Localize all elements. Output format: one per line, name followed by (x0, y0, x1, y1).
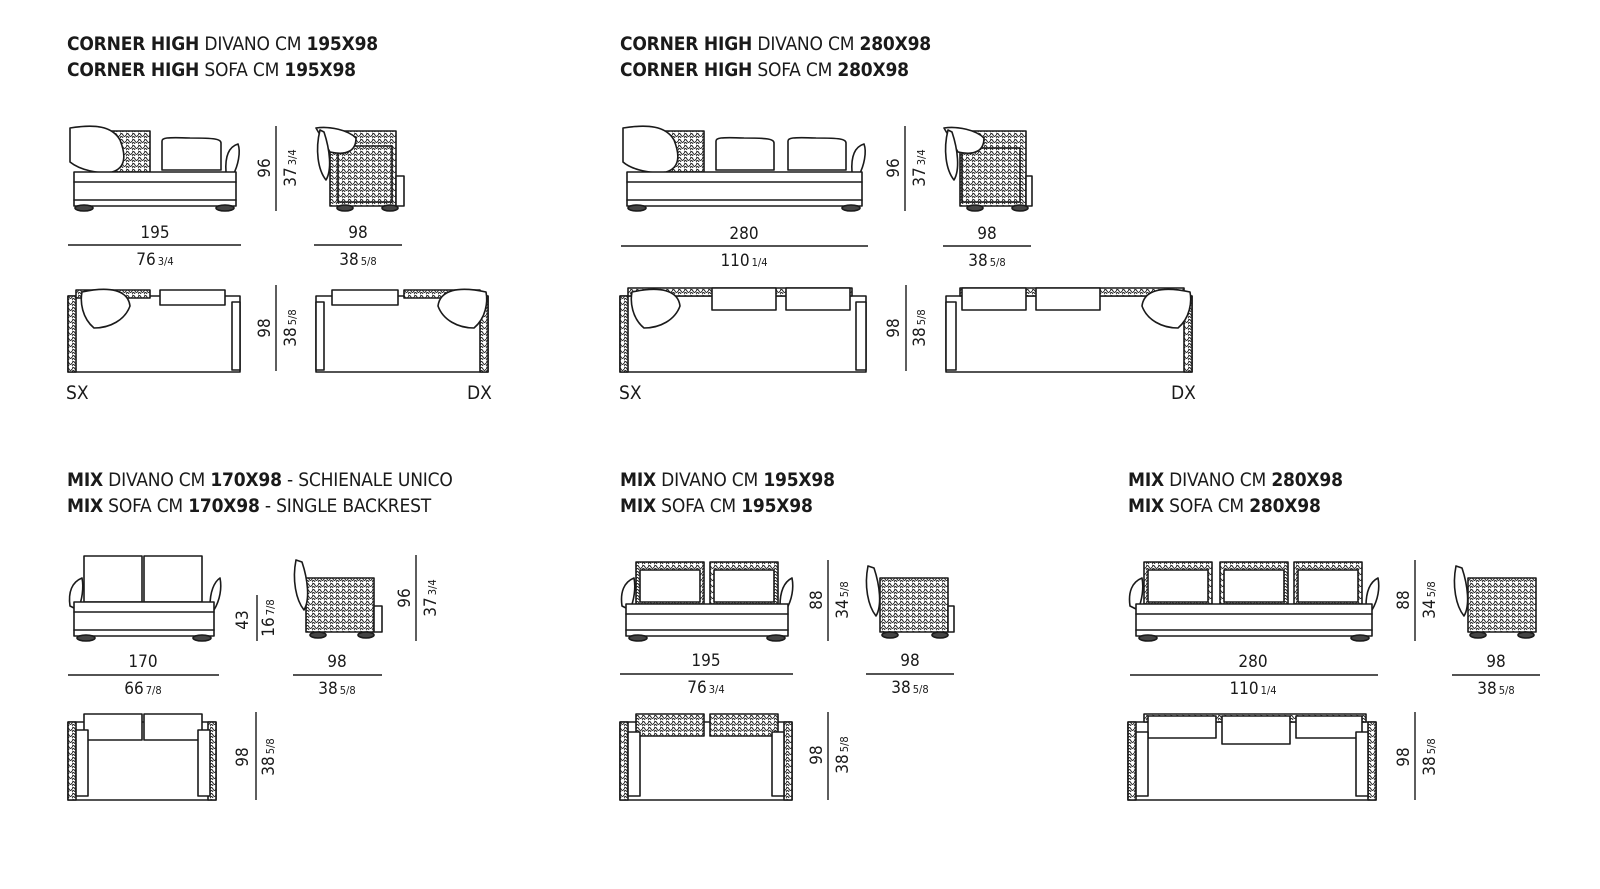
title-line-1: CORNER HIGH DIVANO CM 280X98 (620, 33, 931, 55)
dim-height-inches: 345/8 (1420, 581, 1440, 618)
dim-front-width: 170 (128, 652, 157, 672)
title-mix170: MIX DIVANO CM 170X98 - SCHIENALE UNICO M… (67, 467, 453, 519)
label-sx: SX (66, 382, 89, 404)
label-sx: SX (619, 382, 642, 404)
title-mix280: MIX DIVANO CM 280X98 MIX SOFA CM 280X98 (1128, 467, 1343, 519)
dim-height: 96 (884, 158, 904, 177)
dim-height: 96 (395, 588, 415, 607)
top-view-sx-corner280 (619, 287, 867, 373)
back-pillow (69, 125, 125, 174)
dim-depth: 98 (233, 747, 253, 766)
side-view-corner280 (943, 126, 1033, 212)
title-corner280: CORNER HIGH DIVANO CM 280X98 CORNER HIGH… (620, 31, 931, 83)
dim-depth-inches: 385/8 (833, 736, 853, 773)
title-line-2: MIX SOFA CM 280X98 (1128, 495, 1321, 517)
dim-front-width: 195 (140, 223, 169, 243)
dim-depth-inches: 385/8 (910, 309, 930, 346)
front-view-corner195 (69, 125, 240, 212)
front-view-mix170 (68, 555, 222, 642)
dim-seat-height-inches: 167/8 (259, 599, 279, 636)
dim-height-inches: 373/4 (281, 149, 301, 186)
side-view-mix170 (293, 559, 383, 639)
dim-front-width: 280 (1238, 652, 1267, 672)
side-view-mix280 (1453, 565, 1537, 639)
front-view-mix195 (620, 561, 794, 642)
back-cushion (161, 136, 222, 171)
top-view-dx-corner195 (315, 288, 489, 373)
title-corner195: CORNER HIGH DIVANO CM 195X98 CORNER HIGH… (67, 31, 378, 83)
label-dx: DX (1171, 382, 1196, 404)
label-dx: DX (467, 382, 492, 404)
dim-height: 96 (255, 158, 275, 177)
dim-depth: 98 (884, 318, 904, 337)
dim-side-width: 98 (1486, 652, 1505, 672)
side-view-mix195 (865, 565, 955, 639)
title-line-1: MIX DIVANO CM 195X98 (620, 469, 835, 491)
title-line-1: CORNER HIGH DIVANO CM 195X98 (67, 33, 378, 55)
top-view-dx-corner280 (945, 287, 1193, 373)
dim-front-width: 195 (691, 651, 720, 671)
title-line-2: CORNER HIGH SOFA CM 280X98 (620, 59, 909, 81)
dim-side-width: 98 (348, 223, 367, 243)
top-view-mix170 (67, 713, 217, 801)
dim-height: 88 (1394, 590, 1414, 609)
top-view-mix280 (1127, 713, 1377, 801)
dim-seat-height: 43 (233, 610, 253, 629)
dim-side-width: 98 (977, 224, 996, 244)
dim-side-width: 98 (900, 651, 919, 671)
dim-height: 88 (807, 590, 827, 609)
title-line-2: CORNER HIGH SOFA CM 195X98 (67, 59, 356, 81)
side-view-corner195 (315, 126, 405, 212)
dim-height-inches: 373/4 (421, 579, 441, 616)
dim-height-inches: 345/8 (833, 581, 853, 618)
title-line-2: MIX SOFA CM 195X98 (620, 495, 813, 517)
top-view-mix195 (619, 713, 793, 801)
dim-depth: 98 (807, 745, 827, 764)
front-view-mix280 (1128, 561, 1380, 642)
sofa-base (73, 171, 237, 207)
dim-side-width: 98 (327, 652, 346, 672)
dim-depth-inches: 385/8 (259, 738, 279, 775)
dim-depth: 98 (255, 318, 275, 337)
front-view-corner280 (622, 125, 866, 212)
dim-depth: 98 (1394, 747, 1414, 766)
armrest (225, 143, 240, 176)
dim-depth-inches: 385/8 (1420, 738, 1440, 775)
dim-height-inches: 373/4 (910, 149, 930, 186)
top-view-sx-corner195 (67, 288, 241, 373)
dim-front-width: 280 (729, 224, 758, 244)
dim-depth-inches: 385/8 (281, 309, 301, 346)
title-line-1: MIX DIVANO CM 170X98 - SCHIENALE UNICO (67, 469, 453, 491)
title-line-1: MIX DIVANO CM 280X98 (1128, 469, 1343, 491)
title-line-2: MIX SOFA CM 170X98 - SINGLE BACKREST (67, 495, 431, 517)
title-mix195: MIX DIVANO CM 195X98 MIX SOFA CM 195X98 (620, 467, 835, 519)
